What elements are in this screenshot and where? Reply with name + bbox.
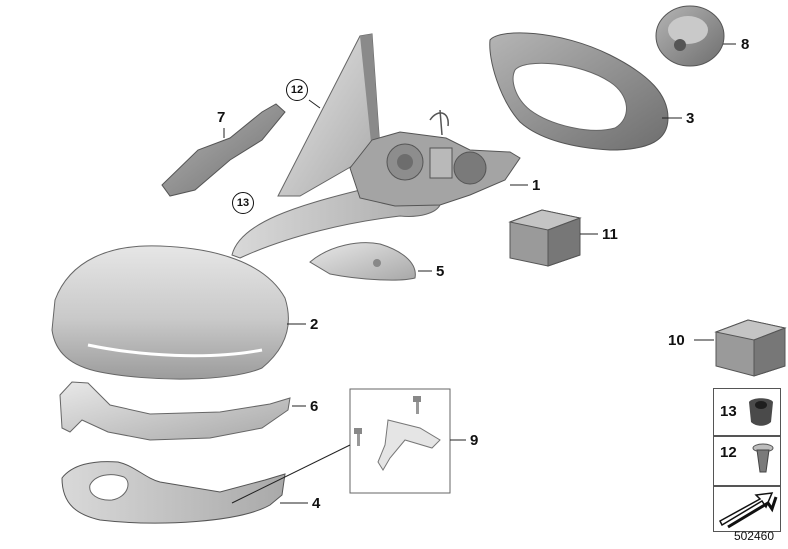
adhesive-pad-part <box>508 209 582 267</box>
grommet-icon <box>749 398 773 426</box>
arrow-icon <box>719 492 778 529</box>
callout-8: 8 <box>741 36 750 53</box>
callout-6: 6 <box>310 398 319 415</box>
expanding-nut-icon <box>752 443 774 473</box>
callout-2: 2 <box>310 316 319 333</box>
actuator-part <box>655 5 725 67</box>
lower-trim-part <box>61 461 286 524</box>
bracket-part <box>161 103 286 197</box>
screw-icon <box>354 428 362 446</box>
callout-7: 7 <box>217 109 226 126</box>
small-cover-part <box>309 242 416 281</box>
callout-12-circled: 12 <box>286 79 308 101</box>
pad-part-10 <box>714 319 787 377</box>
mirror-frame-part <box>489 32 669 151</box>
direction-arrow-box <box>713 486 781 532</box>
mirror-glass-part <box>277 33 381 197</box>
mirror-cap-part <box>51 245 289 380</box>
mirror-drive-part <box>349 109 521 207</box>
screw-kit-part <box>349 388 451 494</box>
callout-4: 4 <box>312 495 321 512</box>
callout-11: 11 <box>602 226 618 243</box>
legend-label-12: 12 <box>720 444 737 461</box>
callout-9: 9 <box>470 432 479 449</box>
callout-5: 5 <box>436 263 445 280</box>
leader-lines <box>223 43 736 504</box>
legend-item-13: 13 <box>713 388 781 436</box>
callout-1: 1 <box>532 177 541 194</box>
callout-13-circled: 13 <box>232 192 254 214</box>
turn-signal-part <box>59 381 291 441</box>
screw-icon <box>413 396 421 414</box>
diagram-id: 502460 <box>733 529 774 543</box>
callout-3: 3 <box>686 110 695 127</box>
legend-item-12: 12 <box>713 436 781 486</box>
callout-10: 10 <box>668 332 685 349</box>
legend-label-13: 13 <box>720 403 737 420</box>
